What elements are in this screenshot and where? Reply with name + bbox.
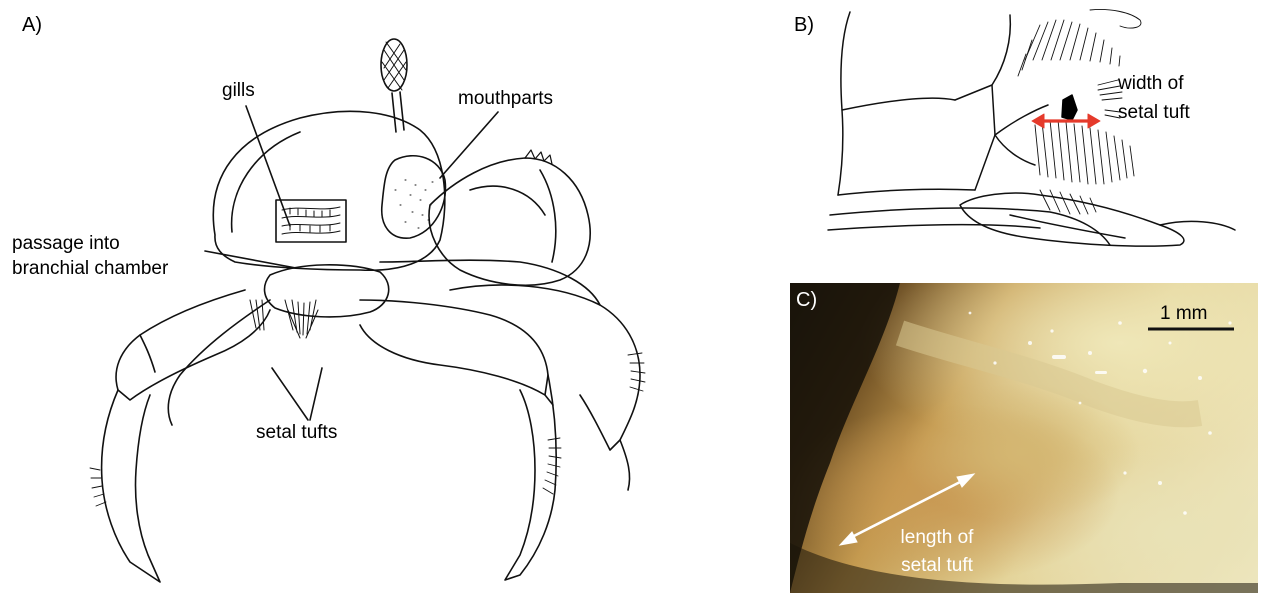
label-gills: gills <box>222 80 255 103</box>
setal-tuft-detail-drawing <box>780 0 1260 280</box>
gills-window <box>276 200 346 242</box>
label-length-line1: length of <box>882 527 992 550</box>
walking-leg-right <box>360 300 548 395</box>
label-setal-tufts: setal tufts <box>256 422 337 445</box>
leader-mouthparts <box>440 112 498 178</box>
panel-c-letter: C) <box>796 289 817 312</box>
label-width-line2: setal tuft <box>1118 102 1190 125</box>
leader-passage <box>205 251 296 268</box>
walking-leg-left-2 <box>168 300 270 425</box>
eyestalk <box>392 92 404 132</box>
panel-a: A) <box>0 0 770 593</box>
label-length-line2: setal tuft <box>882 555 992 578</box>
leader-setal-1 <box>272 368 308 420</box>
label-passage-line1: passage into <box>12 233 120 256</box>
scale-bar-label: 1 mm <box>1160 303 1208 326</box>
chela <box>429 158 590 285</box>
panel-c-photograph: C) 1 mm length of setal tuft <box>790 283 1258 593</box>
carapace <box>213 111 445 270</box>
panel-b: B) <box>780 0 1260 280</box>
mouthparts <box>382 156 446 238</box>
photo-texture <box>790 283 1258 593</box>
label-width-line1: width of <box>1118 73 1183 96</box>
crab-drawing <box>0 0 770 593</box>
label-passage-line2: branchial chamber <box>12 258 168 281</box>
label-mouthparts: mouthparts <box>458 88 553 111</box>
leader-setal-2 <box>310 368 322 420</box>
walking-leg-left <box>116 290 270 400</box>
walking-leg-right-2 <box>450 285 640 450</box>
branchial-opening <box>1062 95 1077 120</box>
